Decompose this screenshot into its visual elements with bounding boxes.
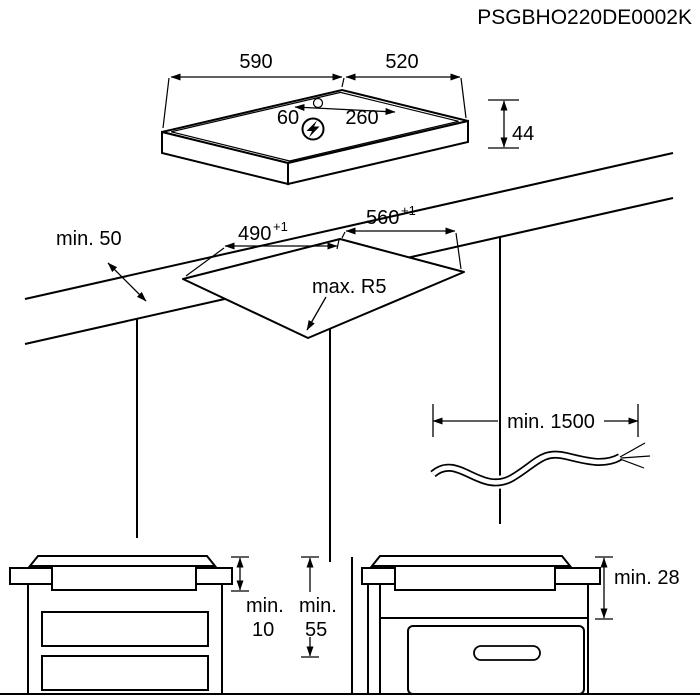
drawer-gap-value: 10 <box>252 619 274 641</box>
hole-dim-line <box>294 103 396 116</box>
hob-tub-section <box>394 565 556 591</box>
hob-inner-frame <box>171 91 459 162</box>
cable-entry-hole <box>312 97 324 109</box>
extension-line <box>341 231 346 239</box>
extension-line <box>185 247 225 277</box>
worktop-cutout-view: 490 +1 560 +1 max. R5 min. 50 <box>56 203 465 339</box>
power-cable-core <box>431 452 622 485</box>
cable-length-label: min. 1500 <box>507 411 595 433</box>
cable-strand <box>620 455 651 459</box>
drawer-installation-section: min. 10 min. 55 <box>9 555 337 694</box>
cable-strand <box>619 458 645 469</box>
dim-260-label: 260 <box>345 107 378 129</box>
front-clearance-arrow <box>107 262 147 302</box>
cutout-opening <box>182 238 465 339</box>
cable-strand <box>619 442 646 458</box>
extension-line <box>162 77 170 129</box>
dim-560-tolerance: +1 <box>401 203 416 218</box>
oven-installation-section: min. 28 <box>361 555 680 695</box>
oven-handle-slot <box>473 645 541 661</box>
worktop-perspective <box>24 152 674 562</box>
extension-line <box>455 232 462 270</box>
corner-radius-label: max. R5 <box>312 276 386 298</box>
drawer-gap-label: min. <box>246 595 284 617</box>
power-symbol-circle <box>301 117 325 141</box>
lightning-bolt-icon <box>306 120 320 138</box>
hob-glass-section <box>27 555 218 567</box>
drawer-front <box>41 611 209 647</box>
radius-leader-arrow <box>306 296 327 331</box>
hob-tub-section <box>51 565 197 591</box>
hob-isometric-view: 590 520 60 260 44 <box>161 51 534 186</box>
dim-560-label: 560 <box>366 207 399 229</box>
dim-44-label: 44 <box>512 123 534 145</box>
front-clearance-label: min. 50 <box>56 228 122 250</box>
drawer-clearance-label: min. <box>299 595 337 617</box>
oven-clearance-label: min. 28 <box>614 567 680 589</box>
extension-line <box>341 77 345 88</box>
extension-line <box>460 77 467 119</box>
dim-60-label: 60 <box>277 107 299 129</box>
hob-glass-section <box>369 555 573 567</box>
dim-590-label: 590 <box>239 51 272 73</box>
drawer-clearance-value: 55 <box>305 619 327 641</box>
drawer-front <box>41 655 209 691</box>
dim-520-label: 520 <box>385 51 418 73</box>
dim-490-tolerance: +1 <box>273 219 288 234</box>
drawing-code: PSGBHO220DE0002K <box>477 6 692 29</box>
dim-490-label: 490 <box>238 223 271 245</box>
power-cable-view: min. 1500 <box>428 404 651 489</box>
hob-right-face <box>287 119 469 186</box>
